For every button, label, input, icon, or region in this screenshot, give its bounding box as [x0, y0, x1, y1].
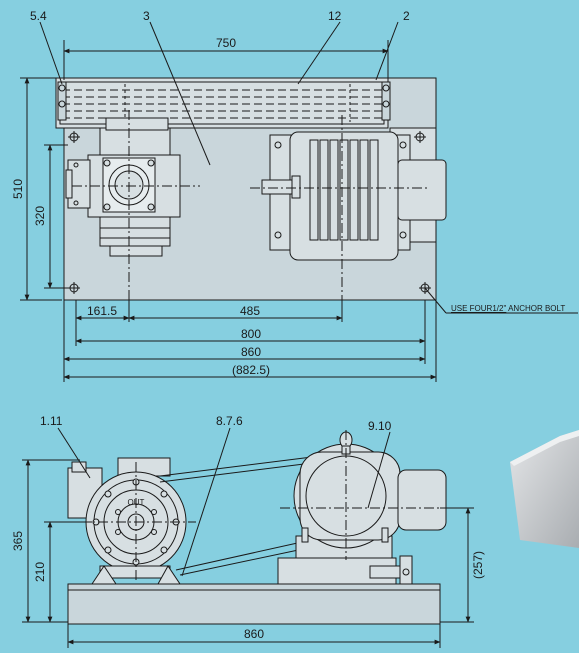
- side-leader-lines: [57, 427, 391, 577]
- top-view-labels: 5.4 3 12 2 750 510 320 161.5 485 800 860…: [11, 9, 565, 377]
- dim-161-5: 161.5: [87, 304, 117, 318]
- anchor-bolt-holes: [68, 131, 431, 294]
- callout-8-7-6: 8.7.6: [216, 414, 243, 428]
- blower-side: [67, 457, 187, 585]
- callout-12: 12: [328, 9, 342, 23]
- motor-top: [261, 131, 447, 261]
- motor-side: [277, 431, 447, 585]
- callout-9-10: 9.10: [368, 419, 392, 433]
- dim-210: 210: [33, 562, 47, 582]
- side-view-labels: OUT 1.11 8.7.6 9.10 365 210 (257) 860: [11, 414, 485, 641]
- dim-860-side: 860: [244, 627, 264, 641]
- top-view: [20, 21, 578, 382]
- dim-750: 750: [216, 36, 236, 50]
- dim-800: 800: [241, 327, 261, 341]
- dim-320: 320: [33, 206, 47, 226]
- side-view: [22, 427, 474, 648]
- anchor-bolt-note: USE FOUR1/2" ANCHOR BOLT: [451, 304, 565, 313]
- callout-1-11: 1.11: [40, 414, 63, 428]
- top-leader-lines: [39, 21, 578, 314]
- dim-860: 860: [241, 345, 261, 359]
- top-dimension-lines: [20, 40, 437, 382]
- side-base: [67, 583, 441, 625]
- callout-2: 2: [403, 9, 410, 23]
- dim-365: 365: [11, 531, 25, 551]
- pump-face-text: OUT: [128, 498, 145, 507]
- dim-510: 510: [11, 179, 25, 199]
- callout-5-4: 5.4: [30, 9, 47, 23]
- side-dimension-lines: [22, 459, 474, 648]
- callout-3: 3: [143, 9, 150, 23]
- dim-882-5: (882.5): [232, 363, 270, 377]
- dim-257: (257): [471, 551, 485, 579]
- dim-485: 485: [240, 304, 260, 318]
- device-photo-corner: [510, 430, 579, 548]
